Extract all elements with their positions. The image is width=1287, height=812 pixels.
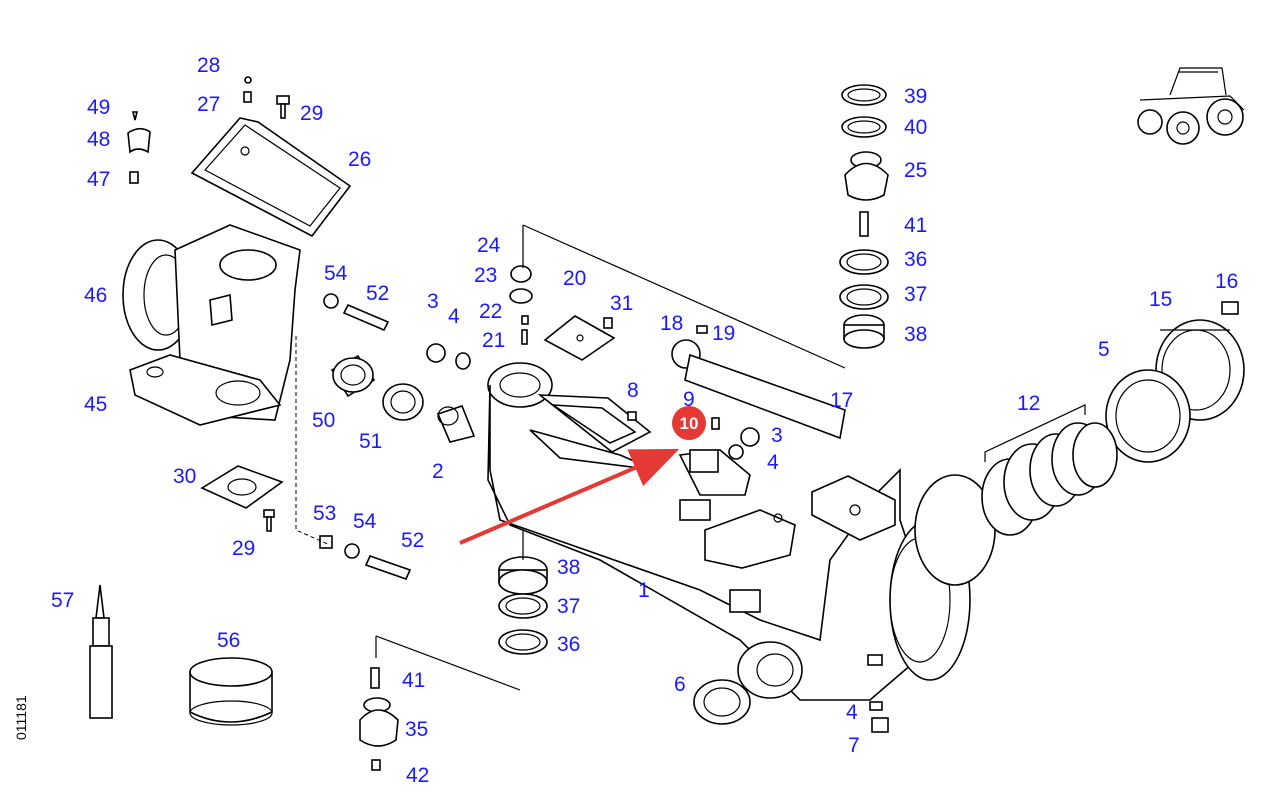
part-label: 51 bbox=[359, 430, 382, 453]
part-label: 30 bbox=[173, 465, 196, 488]
part-label: 38 bbox=[557, 556, 580, 579]
part-label: 26 bbox=[348, 148, 371, 171]
small-parts-47-49-drawing bbox=[127, 76, 290, 184]
part-label: 3 bbox=[427, 290, 439, 313]
part-label: 39 bbox=[904, 85, 927, 108]
part-label: 37 bbox=[904, 283, 927, 306]
part-label: 27 bbox=[197, 93, 220, 116]
part-label: 54 bbox=[353, 510, 377, 533]
part-label: 16 bbox=[1215, 270, 1238, 293]
part-label: 40 bbox=[904, 116, 927, 139]
part-label: 31 bbox=[610, 292, 633, 315]
part-label: 50 bbox=[312, 409, 335, 432]
part-label: 49 bbox=[87, 96, 110, 119]
part-label: 4 bbox=[448, 305, 460, 328]
part-label: 28 bbox=[197, 54, 220, 77]
part-label: 23 bbox=[474, 264, 497, 287]
part-label: 38 bbox=[904, 323, 927, 346]
guide-lines bbox=[295, 224, 846, 691]
part-label: 19 bbox=[712, 322, 735, 345]
part-label: 46 bbox=[84, 284, 107, 307]
part-label: 4 bbox=[846, 701, 858, 724]
part-label: 1 bbox=[638, 579, 650, 602]
highlight-arrow bbox=[459, 448, 680, 545]
part-label: 36 bbox=[904, 248, 927, 271]
part-label: 41 bbox=[904, 214, 927, 237]
bushings-drawing bbox=[200, 293, 476, 580]
part-label: 9 bbox=[683, 388, 695, 411]
part-label: 24 bbox=[477, 234, 501, 257]
part-label: 53 bbox=[313, 502, 336, 525]
part-label: 35 bbox=[405, 718, 428, 741]
drawing-reference-code: 011181 bbox=[13, 695, 29, 740]
part-label: 2 bbox=[432, 460, 444, 483]
part-label: 56 bbox=[217, 629, 240, 652]
part-labels: 28 27 29 49 48 47 26 46 54 52 45 50 51 2… bbox=[51, 54, 1238, 787]
part-label: 29 bbox=[232, 537, 255, 560]
part-label: 5 bbox=[1098, 338, 1110, 361]
housing-fittings-drawing bbox=[426, 265, 889, 733]
highlight-marker[interactable]: 10 bbox=[672, 406, 706, 440]
part-label: 4 bbox=[767, 451, 779, 474]
part-label: 22 bbox=[479, 300, 502, 323]
part-label: 7 bbox=[848, 734, 860, 757]
part-label: 45 bbox=[84, 393, 107, 416]
grease-gun-drawing bbox=[89, 584, 113, 719]
part-label: 41 bbox=[402, 669, 425, 692]
part-label: 17 bbox=[830, 389, 853, 412]
bearing-stack-lower-drawing bbox=[498, 556, 548, 655]
part-label: 20 bbox=[563, 267, 586, 290]
seal-cup-drawing bbox=[189, 657, 273, 726]
part-label: 18 bbox=[660, 312, 683, 335]
tractor-icon bbox=[1137, 67, 1245, 145]
part-label: 37 bbox=[557, 595, 580, 618]
highlight-marker-badge bbox=[672, 406, 706, 440]
part-label: 6 bbox=[674, 673, 686, 696]
pivot-pin-lower-drawing bbox=[359, 667, 399, 771]
part-label: 15 bbox=[1149, 288, 1172, 311]
part-label: 52 bbox=[366, 282, 389, 305]
part-label: 21 bbox=[482, 329, 505, 352]
knuckle-housing-drawing bbox=[122, 117, 352, 426]
highlight-marker-label: 10 bbox=[680, 414, 699, 433]
part-label: 54 bbox=[324, 262, 348, 285]
part-label: 3 bbox=[771, 424, 783, 447]
part-label: 29 bbox=[300, 102, 323, 125]
part-label: 36 bbox=[557, 633, 580, 656]
hub-parts-drawing bbox=[693, 301, 1245, 725]
part-label: 47 bbox=[87, 168, 110, 191]
part-label: 12 bbox=[1017, 392, 1040, 415]
part-label: 42 bbox=[406, 764, 429, 787]
part-label: 48 bbox=[87, 128, 110, 151]
axle-housing-drawing bbox=[487, 362, 996, 701]
part-label: 57 bbox=[51, 589, 74, 612]
bearing-stack-upper-drawing bbox=[839, 84, 889, 349]
part-label: 8 bbox=[627, 379, 639, 402]
part-label: 25 bbox=[904, 159, 927, 182]
part-label: 52 bbox=[401, 529, 424, 552]
